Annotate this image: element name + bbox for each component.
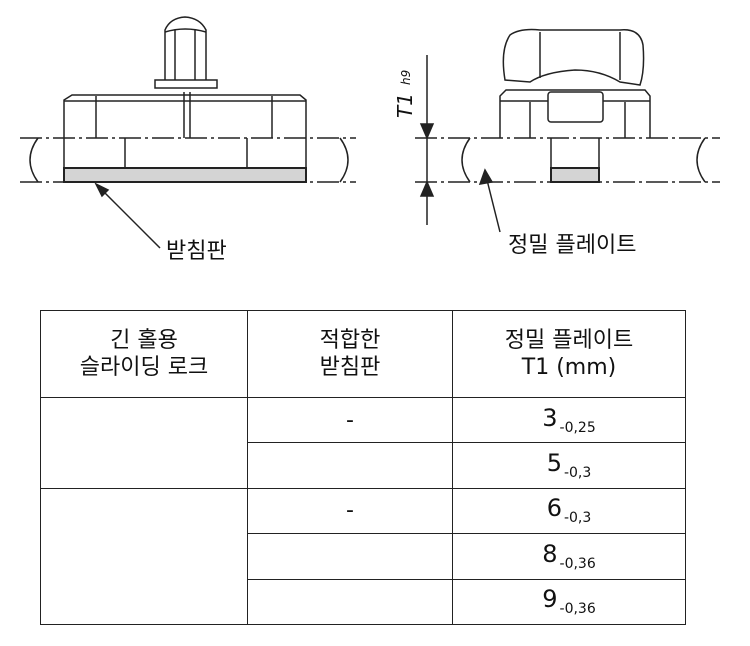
precision-plate-label: 정밀 플레이트 bbox=[508, 233, 636, 258]
t1-cell: 3-0,25 bbox=[452, 396, 686, 444]
table-row: - 3-0,25 bbox=[40, 396, 686, 489]
base-plate-label: 받침판 bbox=[166, 239, 227, 264]
header-base-plate: 적합한 받침판 bbox=[247, 310, 453, 398]
t1-cell: 8-0,36 bbox=[452, 533, 686, 580]
base-plate-cell bbox=[247, 533, 453, 580]
sliding-lock-cell bbox=[40, 487, 248, 626]
table-row: - 6-0,3 bbox=[40, 487, 686, 626]
right-clamp-drawing bbox=[415, 28, 720, 233]
dimension-label: T1 h9 bbox=[393, 70, 417, 118]
header-sliding-lock: 긴 홀용 슬라이딩 로크 bbox=[40, 310, 248, 398]
dimension-sub: h9 bbox=[399, 70, 413, 85]
base-plate-cell bbox=[247, 442, 453, 489]
header-precision-plate: 정밀 플레이트 T1 (mm) bbox=[452, 310, 686, 398]
base-plate-cell: - bbox=[247, 487, 453, 535]
base-plate-cell: - bbox=[247, 396, 453, 444]
dimension-main: T1 bbox=[393, 93, 417, 118]
table-header-row: 긴 홀용 슬라이딩 로크 적합한 받침판 정밀 플레이트 T1 (mm) bbox=[40, 310, 686, 398]
spec-table: 긴 홀용 슬라이딩 로크 적합한 받침판 정밀 플레이트 T1 (mm) - 3… bbox=[40, 310, 686, 626]
t1-cell: 9-0,36 bbox=[452, 578, 686, 626]
left-clamp-drawing bbox=[20, 16, 356, 249]
table-row: 9-0,36 bbox=[41, 578, 686, 626]
base-plate-cell bbox=[247, 578, 453, 626]
clamp-diagram: 받침판 정밀 플레이트 T1 h9 bbox=[20, 16, 720, 264]
t1-cell: 6-0,3 bbox=[452, 487, 686, 535]
sliding-lock-cell bbox=[40, 397, 248, 489]
t1-cell: 5-0,3 bbox=[452, 442, 686, 489]
